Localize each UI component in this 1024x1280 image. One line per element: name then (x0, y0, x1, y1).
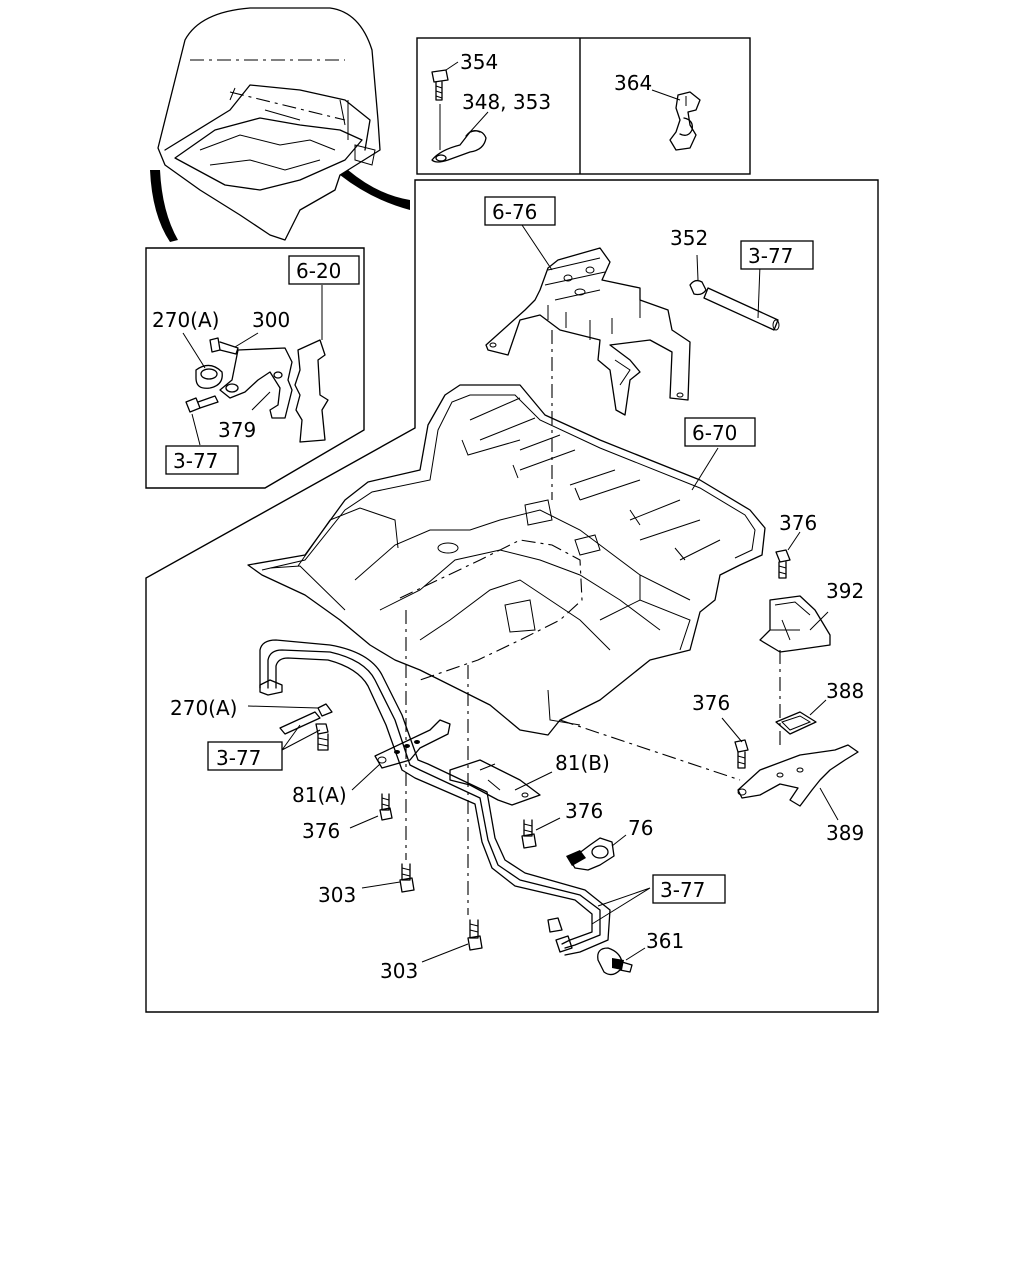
clip-76 (566, 837, 615, 871)
clamp-lower (279, 703, 333, 751)
floor-outline-dashed (399, 539, 583, 681)
floor-bracket-upper (485, 247, 691, 416)
ref-3-77-left: 3-77 (216, 746, 261, 770)
ref-6-20: 6-20 (296, 259, 341, 283)
bolts (379, 793, 537, 951)
ref-3-77-detail: 3-77 (173, 449, 218, 473)
clip-361 (597, 947, 633, 976)
leader-lines (247, 221, 839, 963)
callout-270a: 270(A) (170, 696, 237, 720)
rod-and-pin (689, 254, 780, 331)
ref-6-76: 6-76 (492, 200, 537, 224)
center-line-e (559, 719, 741, 781)
ref-3-77-lower: 3-77 (660, 878, 705, 902)
pipe-lines (259, 639, 611, 956)
callout-376-right: 376 (692, 691, 730, 715)
vehicle-overview (150, 7, 410, 242)
callout-379: 379 (218, 418, 256, 442)
callout-354: 354 (460, 50, 498, 74)
callout-348-353: 348, 353 (462, 90, 551, 114)
callout-376-left: 376 (302, 819, 340, 843)
callout-81a: 81(A) (292, 783, 347, 807)
bracket-81b (449, 759, 541, 806)
callout-303-lower: 303 (380, 959, 418, 983)
detail-box-clip (416, 37, 751, 175)
callout-392: 392 (826, 579, 864, 603)
bracket-81a (374, 719, 451, 769)
callout-81b: 81(B) (555, 751, 610, 775)
callout-364: 364 (614, 71, 652, 95)
main-frame (145, 179, 879, 1013)
callout-376-top: 376 (779, 511, 817, 535)
callout-270a-detail: 270(A) (152, 308, 219, 332)
right-brackets (734, 549, 859, 807)
callout-303-upper: 303 (318, 883, 356, 907)
ref-3-77-upper: 3-77 (748, 244, 793, 268)
callout-300: 300 (252, 308, 290, 332)
callout-388: 388 (826, 679, 864, 703)
callout-376-center: 376 (565, 799, 603, 823)
callout-76: 76 (628, 816, 653, 840)
callout-352: 352 (670, 226, 708, 250)
ref-6-70: 6-70 (692, 421, 737, 445)
callout-389: 389 (826, 821, 864, 845)
floor-panel (247, 384, 766, 736)
callout-361: 361 (646, 929, 684, 953)
detail-box-left (145, 247, 365, 489)
